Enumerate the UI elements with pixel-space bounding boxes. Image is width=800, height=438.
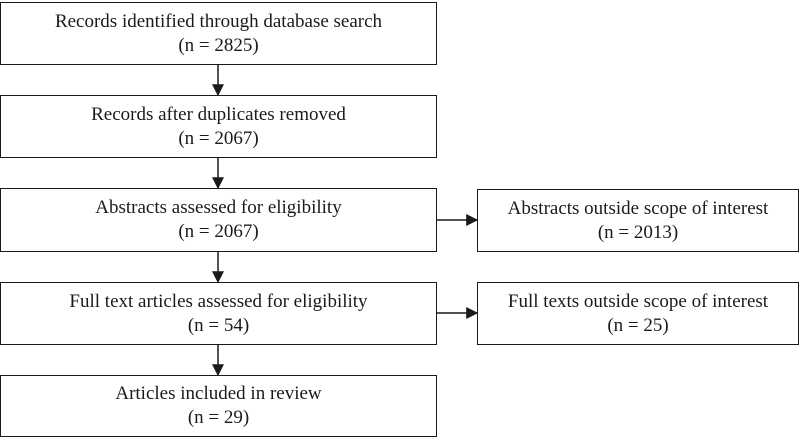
fulltext-excluded-count: (n = 25) <box>607 314 669 336</box>
box-abstracts-excluded: Abstracts outside scope of interest (n =… <box>477 189 799 252</box>
articles-included-count: (n = 29) <box>187 407 250 428</box>
box-fulltext-excluded: Full texts outside scope of interest (n … <box>477 282 799 345</box>
articles-included-label: Articles included in review <box>115 383 322 404</box>
box-abstracts-assessed: Abstracts assessed for eligibility (n = … <box>0 188 437 252</box>
box-fulltext-assessed: Full text articles assessed for eligibil… <box>0 282 437 345</box>
abstracts-assessed-count: (n = 2067) <box>178 221 259 242</box>
box-articles-included: Articles included in review (n = 29) <box>0 375 437 437</box>
fulltext-excluded-label: Full texts outside scope of interest <box>507 290 769 312</box>
records-deduplicated-label: Records after duplicates removed <box>91 103 346 125</box>
abstracts-excluded-count: (n = 2013) <box>597 221 679 243</box>
box-records-identified: Records identified through database sear… <box>0 2 437 65</box>
records-identified-label: Records identified through database sear… <box>54 10 383 32</box>
fulltext-assessed-label: Full text articles assessed for eligibil… <box>69 290 368 312</box>
fulltext-assessed-count: (n = 54) <box>187 314 250 336</box>
box-records-deduplicated: Records after duplicates removed (n = 20… <box>0 95 437 158</box>
records-identified-count: (n = 2825) <box>178 34 259 56</box>
abstracts-excluded-label: Abstracts outside scope of interest <box>507 197 769 219</box>
abstracts-assessed-label: Abstracts assessed for eligibility <box>95 197 342 218</box>
records-deduplicated-count: (n = 2067) <box>178 127 259 149</box>
